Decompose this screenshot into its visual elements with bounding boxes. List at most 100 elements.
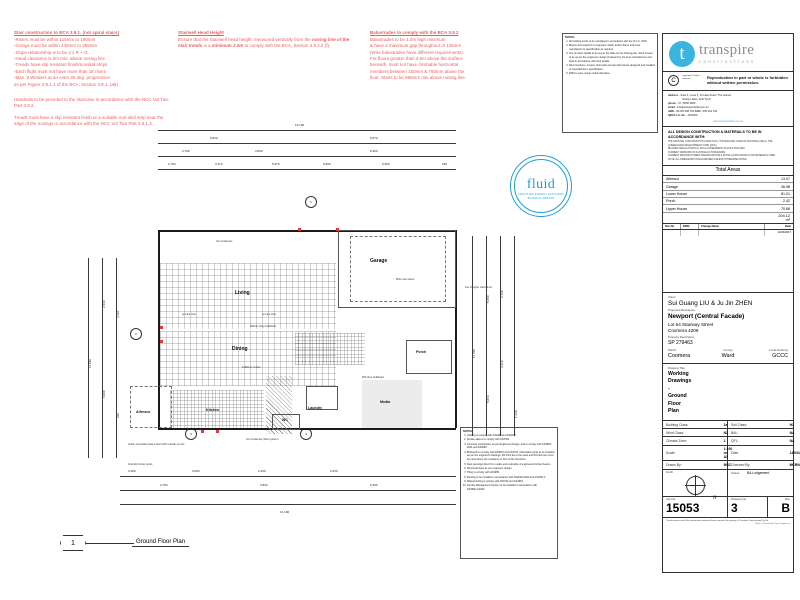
spec-bal: BAL: NA (728, 429, 794, 438)
bottom-notes-title: NOTES: (463, 430, 473, 433)
fluid-certification-stamp: fluid CERTIFIED ENERGY EFFICIENT BUILDIN… (510, 155, 572, 217)
spec-key: Building Class: (666, 422, 689, 427)
county-value: Ward (721, 353, 735, 360)
area-value: 70.68 (775, 204, 793, 213)
phone-value: 07 | 5656 5000 (678, 102, 696, 106)
spec-wind-class: Wind Class: N2 (663, 429, 728, 438)
wall-top (158, 230, 456, 232)
disclaimer-text: This document and all the information co… (666, 519, 769, 522)
grid-bubble-2: 2 (130, 328, 142, 340)
stamp-outer-ring (510, 155, 572, 217)
transpire-logo-icon: t (669, 41, 695, 67)
dim-bottom-3: 2,490 (258, 469, 266, 473)
room-label-kitchen: Kitchen (206, 408, 220, 412)
copyright-icon: C (668, 75, 679, 86)
general-note-item: The tie down details to be as per the ta… (569, 52, 655, 63)
garage-outline (338, 230, 456, 308)
dim-left-4: 230 (116, 412, 120, 418)
address-label: address - (668, 94, 680, 97)
dim-right-1: 5,660 (486, 295, 490, 303)
note-bal-line-2: (Wire balustrades have different require… (370, 49, 465, 55)
contact-phone-row: phone - 07 | 5656 5000 (668, 102, 788, 106)
contact-email-row[interactable]: email - info@transpirebuild.com.au (668, 106, 788, 110)
spec-soil-class: Soil Class: H1 (728, 421, 794, 430)
address-line-2: Varsity Lakes, 4227 QLD (682, 98, 711, 102)
dim-top-5: 6,360 (370, 149, 378, 153)
note-stair-line-5: -Each flight must not have more than 18 … (14, 68, 107, 74)
plan-title-text: Ground Floor Plan (132, 539, 190, 547)
parish-value: Coomera (668, 353, 691, 360)
annot-door-height: 2100mm H door (242, 366, 261, 369)
contact-abn-row: ABN - 49 605 308 794 ACN - 605 002 794 (668, 110, 788, 114)
drawing-number-value: 3 (731, 501, 738, 516)
spec-qfl: QFL: NA (728, 437, 794, 446)
note-bal-line-0: Balustrades to be 1.0m high minimum (370, 36, 446, 42)
note-stair-line-1: -Goings must be within 240mm to 355mm (14, 43, 98, 49)
compliance-heading: ALL DESIGN CONSTRUCTION & MATERIALS TO B… (668, 130, 762, 140)
stamp-subtitle-line1: CERTIFIED ENERGY EFFICIENT (518, 193, 564, 196)
abn-value: 49 605 308 794 (675, 110, 694, 114)
dim-bottom-1: 3,490 (128, 469, 136, 473)
bottom-note-item: Waterproofing to comply with AS3740 and … (467, 480, 555, 484)
property-description-label: Property Description (668, 335, 695, 340)
areas-heading: Total Areas (663, 166, 793, 176)
general-note-item: All building works to be completed in ac… (569, 40, 655, 44)
revision-header-row: Rev No DWG Change Name Date (663, 224, 793, 231)
plan-detail-number: 1 (60, 535, 86, 551)
spec-climate-zone: Climate Zone: 2 (663, 437, 728, 446)
spec-key: BAL: (731, 430, 739, 435)
contact-address: address - Suite 2, Level 2, 13 Lake Stre… (668, 94, 788, 98)
note-stairwell-head-height: Stairwell Head Height Ensure that the St… (178, 30, 356, 50)
rev-value-name (699, 230, 765, 237)
spec-building-class: Building Class: 1a (663, 420, 728, 430)
parish-cell: Parish Coomera (668, 348, 708, 360)
media-floor (362, 380, 422, 428)
authority-cell: Local Authority GCCC (748, 348, 788, 359)
dim-2nd-0: 2,700 (168, 162, 176, 166)
compass-icon (684, 474, 706, 496)
spec-key: Wind Class: (666, 430, 685, 435)
qbcc-value: 1315009 (687, 114, 698, 118)
total-areas-table: Total Areas Alfresco 13.07 Garage 36.98 … (663, 166, 793, 225)
note-bal-line-4: beneath, must not have climbable horizon… (370, 62, 459, 68)
room-label-dining: Dining (232, 346, 248, 352)
areas-table: Alfresco 13.07 Garage 36.98 Lower House … (663, 175, 793, 223)
plan-sheet-title: 1 Ground Floor Plan (60, 535, 190, 551)
parish-label: Parish (668, 348, 677, 353)
client-details-block: Client Sui Guang LIU & Ju Jin ZHEN Propo… (663, 293, 793, 365)
note-stair-line-3: -Head clearance is 2m min. above nosing … (14, 56, 106, 61)
general-notes-block: NOTES: All building works to be complete… (562, 33, 658, 133)
email-value[interactable]: info@transpirebuild.com.au (676, 106, 709, 110)
spec-key: Soil Class: (731, 422, 748, 427)
abn-label: ABN - (668, 110, 676, 114)
general-note-item: Beams and supports to engineers' detail,… (569, 44, 655, 52)
plan-title-leader (86, 542, 134, 544)
spec-key: Drawn By: (666, 462, 682, 467)
compliance-line: NOTE: ALL DIMENSIONS IN MILLIMETRES UNLE… (668, 158, 747, 161)
general-note-item: Roof members, trusses, floor joists and … (569, 64, 655, 72)
grid-bubble-4: 4 (300, 428, 312, 440)
note-stair-handrails: Handrails to be provided to the staircas… (14, 96, 169, 109)
disclaimer-right-text: Sheet 1 - Residential Code Compliance (754, 522, 790, 525)
job-number-row: Job No: 15053 Drawing No.: 3 Rev B (663, 496, 793, 519)
county-label: County (723, 348, 733, 353)
dim-bottom-6: 3,830 (260, 483, 268, 487)
logo-wordmark: transpire constructions (699, 43, 755, 66)
alfresco-outline (130, 386, 172, 428)
area-name: Lower House (663, 190, 776, 199)
client-label: Client (668, 295, 676, 300)
disclaimer-footer: This document and all the information co… (663, 518, 793, 527)
drawing-number-label: Drawing No.: (731, 497, 748, 502)
spec-key: Climate Zone: (666, 438, 688, 443)
suburb-postcode: Coomera 4209 (668, 328, 699, 334)
website-link[interactable]: www.transpirebuild.com.au (713, 119, 743, 123)
note-bal-line-6: floor. Stairs to be 865mm min above nosi… (370, 75, 467, 81)
spec-key: Date: (731, 450, 740, 455)
north-status-row: North: Status: BA Lodgement N (663, 469, 793, 501)
general-notes-title: NOTES: (565, 36, 575, 39)
dim-2nd-5: 230 (442, 162, 448, 166)
area-value: 13.07 (775, 175, 793, 184)
rev-value-date: 14/03/2017 (777, 231, 791, 235)
dim-bottom-overall: 13,190 (280, 510, 290, 514)
bottom-note-item: Tiling to comply with AS3958. (467, 471, 555, 475)
